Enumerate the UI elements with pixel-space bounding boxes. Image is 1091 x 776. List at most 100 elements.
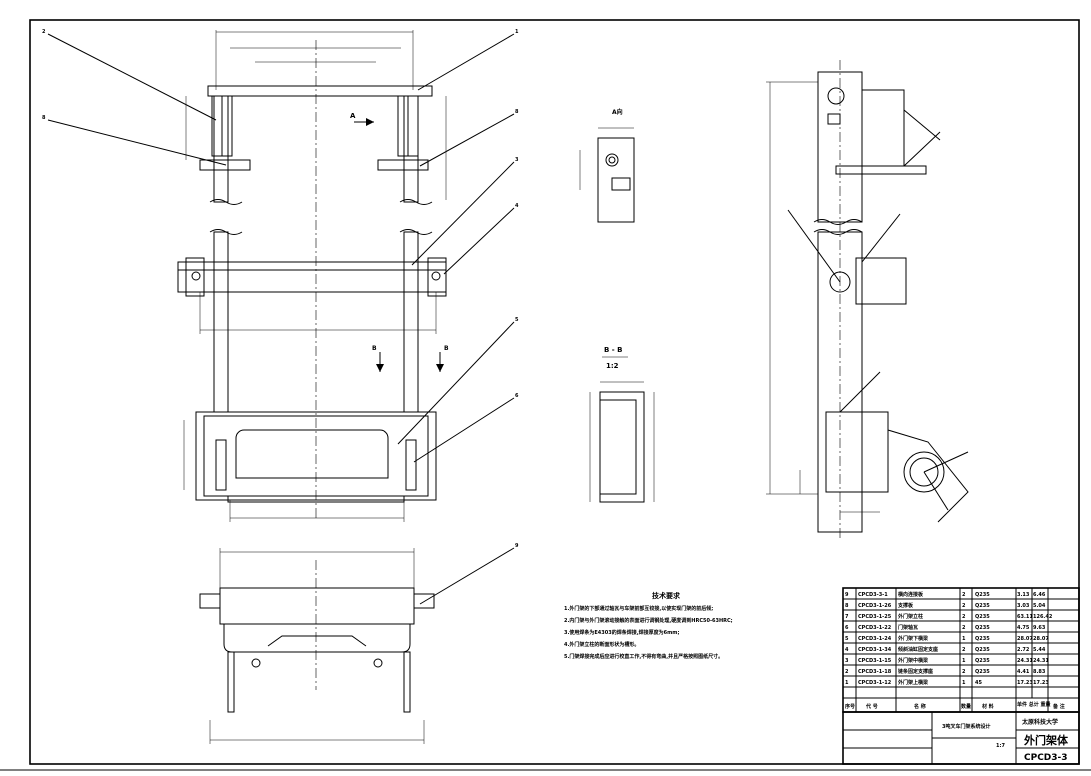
section-label-b-left: B (372, 345, 377, 352)
bom-cell: 2 (962, 614, 966, 620)
bom-cell: 8 (845, 603, 849, 609)
bom-cell: 3.13 (1017, 592, 1030, 598)
bom-cell: 链条固定支撑座 (897, 668, 933, 675)
title-block: 太原科技大学 3吨叉车门架系统设计 外门架体 CPCD3-3 1:7 (842, 711, 1080, 765)
title-drawing-code: CPCD3-3 (1024, 753, 1068, 763)
balloon-6: 6 (515, 393, 519, 399)
bom-cell: Q235 (975, 647, 990, 653)
view-arrow-a: A (350, 112, 356, 120)
note-line-5: 5.门架焊接完成后应进行校直工作,不得有弯曲,并且严格按照图纸尺寸。 (564, 653, 723, 660)
bom-cell: 17.23 (1017, 680, 1033, 686)
bom-cell: Q235 (975, 592, 990, 598)
bom-cell: CPCD3-3-1 (858, 592, 888, 598)
bom-header-code: 代 号 (865, 703, 878, 710)
bom-cell: CPCD3-1-25 (858, 614, 892, 620)
bom-cell: 24.31 (1017, 658, 1033, 664)
front-view: B B A 2 8 1 8 3 4 5 6 (42, 29, 519, 522)
bom-cell: 1 (845, 680, 849, 686)
notes-heading: 技术要求 (652, 591, 681, 600)
balloon-8-right: 8 (515, 109, 519, 115)
bom-cell: 9 (845, 592, 849, 598)
bom-cell: 9.63 (1033, 625, 1046, 631)
bom-cell: Q235 (975, 625, 990, 631)
bom-cell: 2 (845, 669, 849, 675)
technical-notes: 技术要求 1.外门架的下部通过轴瓦与车架前部互铰接,以使实现门架的前后倾; 2.… (564, 591, 733, 660)
note-line-2: 2.内门架与外门架滚动接触的表面进行调钢处理,硬度调到HRC50-63HRC; (564, 617, 733, 624)
bom-cell: 2 (962, 669, 966, 675)
bom-cell: 支撑板 (897, 602, 914, 609)
section-bb-scale: 1:2 (606, 362, 619, 370)
bom-cell: 45 (975, 680, 982, 686)
side-view (766, 60, 969, 540)
bom-cell: 3 (845, 658, 849, 664)
bom-cell: 28.07 (1017, 636, 1033, 642)
bom-cell: Q235 (975, 669, 990, 675)
balloon-5: 5 (515, 317, 519, 323)
bom-cell: 28.07 (1033, 636, 1049, 642)
bom-cell: 2 (962, 592, 966, 598)
bom-cell: 7 (845, 614, 849, 620)
bom-header-material: 材 料 (982, 703, 994, 710)
bom-cell: CPCD3-1-15 (858, 658, 892, 664)
bom-cell: Q235 (975, 658, 990, 664)
bom-cell: 8.83 (1033, 669, 1046, 675)
bom-cell: 2 (962, 647, 966, 653)
sheet-border (29, 19, 1080, 765)
bom-cell: Q235 (975, 614, 990, 620)
note-line-3: 3.使用焊条为E4303的焊条焊接,焊接厚度为6mm; (564, 629, 680, 636)
bom-cell: 1 (962, 658, 966, 664)
balloon-9: 9 (515, 543, 519, 549)
title-drawing-name: 外门架体 (1023, 733, 1069, 747)
bom-cell: 5.44 (1033, 647, 1046, 653)
bom-cell: Q235 (975, 636, 990, 642)
title-scale: 1:7 (996, 743, 1005, 749)
bom-cell: 外门架立柱 (898, 613, 923, 620)
bom-cell: 1 (962, 680, 966, 686)
balloon-4: 4 (515, 203, 519, 209)
bom-cell: 6.46 (1033, 592, 1046, 598)
balloon-3: 3 (515, 157, 519, 163)
bom-cell: CPCD3-1-24 (858, 636, 892, 642)
bom-header-remark: 备 注 (1052, 703, 1065, 710)
bom-cell: 外门架下横梁 (898, 635, 929, 642)
bom-cell: 外门架上横梁 (898, 679, 929, 686)
balloon-8-left: 8 (42, 115, 46, 121)
bom-cell: CPCD3-1-26 (858, 603, 892, 609)
bom-cell: 4.41 (1017, 669, 1030, 675)
note-line-4: 4.外门架立柱的断面形状为槽形。 (564, 641, 639, 648)
bom-cell: CPCD3-1-12 (858, 680, 892, 686)
bom-cell: 63.11 (1017, 614, 1033, 620)
a-view-title: A向 (612, 108, 623, 116)
bom-cell: 5.04 (1033, 603, 1046, 609)
bom-header-qty: 数量 (961, 703, 971, 710)
balloon-1: 1 (515, 29, 519, 35)
bom-header-name: 名 称 (914, 703, 926, 710)
section-label-b-right: B (444, 345, 449, 352)
bom-cell: Q235 (975, 603, 990, 609)
bom-cell: 2 (962, 625, 966, 631)
bom-cell: 5 (845, 636, 849, 642)
bom-cell: 24.31 (1033, 658, 1049, 664)
bom-cell: 6 (845, 625, 849, 631)
bom-cell: 1 (962, 636, 966, 642)
bom-cell: 倾斜油缸固定支座 (897, 646, 938, 653)
bom-cell: 横向连接板 (897, 591, 924, 598)
bom-cell: 126.42 (1033, 614, 1053, 620)
title-university: 太原科技大学 (1021, 718, 1058, 726)
section-bb: B - B 1:2 (589, 346, 655, 503)
bom-cell: CPCD3-1-34 (858, 647, 892, 653)
a-view: A向 (579, 108, 635, 223)
bom-header-weight: 单件 总计 重量 (1017, 701, 1050, 708)
title-project: 3吨叉车门架系统设计 (942, 723, 990, 730)
bom-cell: CPCD3-1-22 (858, 625, 892, 631)
bom-cell: 17.23 (1033, 680, 1049, 686)
bom-cell: 4 (845, 647, 849, 653)
bottom-view: 9 (199, 543, 519, 744)
bom-cell: CPCD3-1-18 (858, 669, 892, 675)
balloon-2: 2 (42, 29, 46, 35)
bom-cell: 门架轴瓦 (898, 624, 918, 631)
bom-header-no: 序号 (844, 703, 855, 710)
bom-cell: 4.75 (1017, 625, 1030, 631)
